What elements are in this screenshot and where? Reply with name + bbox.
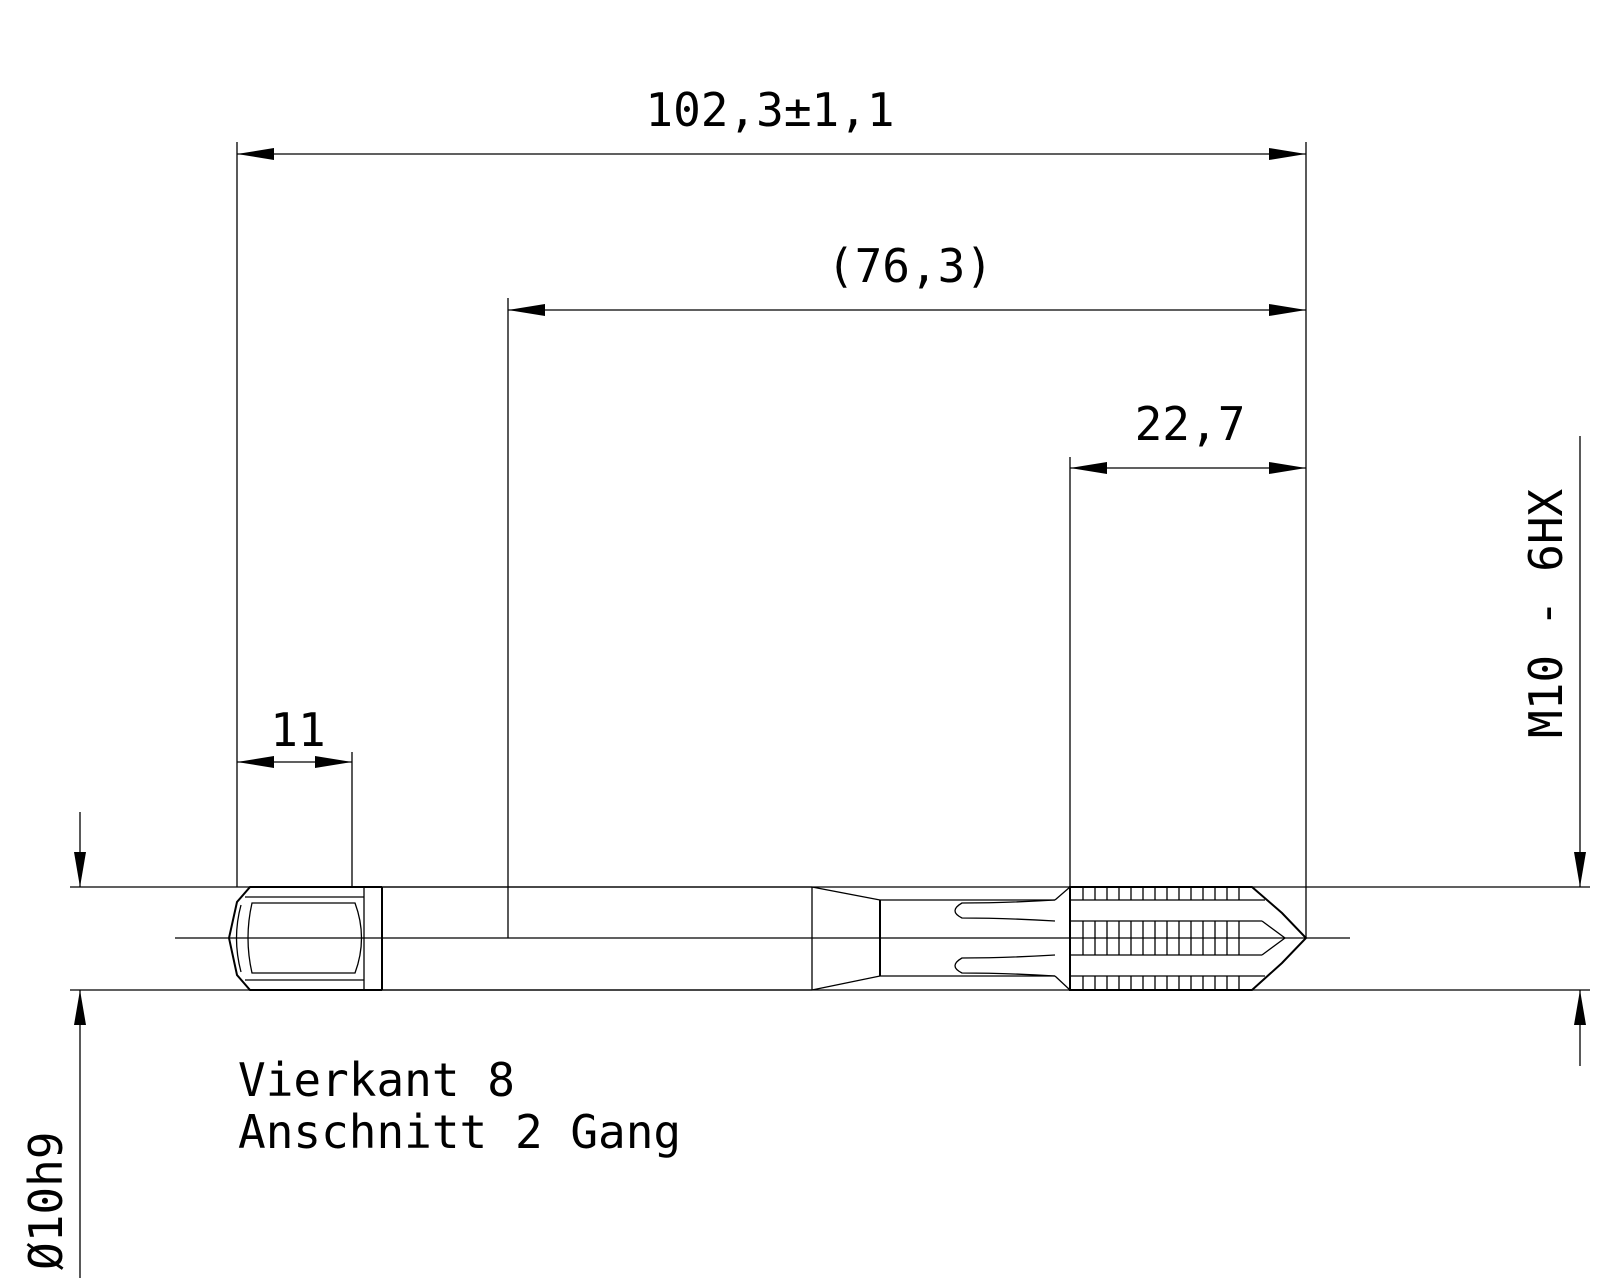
dimension-square-length: 11	[237, 703, 352, 768]
dimension-shank-diameter: Ø10h9	[19, 812, 86, 1278]
dimension-thread-size: M10 - 6HX	[1519, 436, 1586, 1066]
dimension-square-length-label: 11	[270, 703, 325, 757]
dimension-neck-length: (76,3)	[508, 239, 1306, 316]
dimension-overall-length: 102,3±1,1	[237, 83, 1306, 160]
tap-body	[227, 886, 1308, 991]
dimension-neck-length-label: (76,3)	[827, 239, 993, 293]
note-chamfer-threads: Anschnitt 2 Gang	[238, 1105, 681, 1159]
dimension-thread-length-label: 22,7	[1135, 397, 1246, 451]
dimension-thread-size-label: M10 - 6HX	[1519, 488, 1573, 738]
dimension-overall-length-label: 102,3±1,1	[645, 83, 894, 137]
dimension-thread-length: 22,7	[1070, 397, 1306, 474]
thread-teeth	[1082, 887, 1240, 990]
dimension-shank-diameter-label: Ø10h9	[19, 1132, 73, 1270]
note-square-size: Vierkant 8	[238, 1053, 515, 1107]
notes: Vierkant 8 Anschnitt 2 Gang	[238, 1053, 681, 1159]
